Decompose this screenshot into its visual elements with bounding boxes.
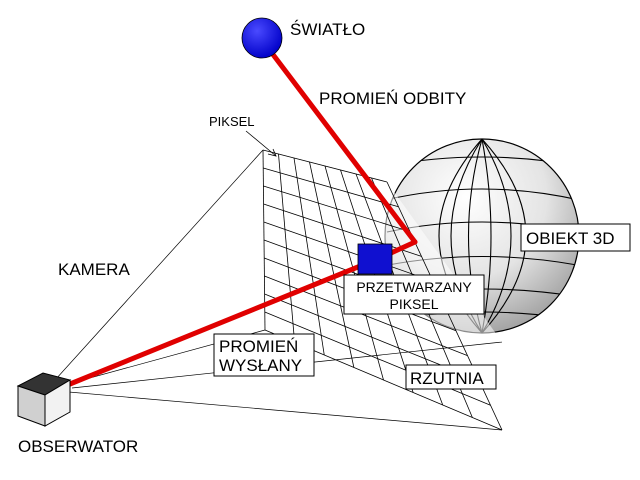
sent-ray-label-box: PROMIEŃ WYSŁANY bbox=[213, 333, 315, 377]
processed-pixel bbox=[357, 243, 393, 275]
reflected-ray-label: PROMIEŃ ODBITY bbox=[319, 89, 466, 108]
viewport-grid-row-line bbox=[263, 203, 422, 257]
light-label: ŚWIATŁO bbox=[290, 20, 365, 39]
reflected-ray bbox=[259, 37, 418, 245]
pixel-pointer bbox=[245, 130, 277, 157]
object-label: OBIEKT 3D bbox=[526, 229, 615, 248]
observer-label: OBSERWATOR bbox=[18, 437, 138, 456]
viewport-grid-row-line bbox=[263, 185, 411, 232]
sent-ray-label-line1: PROMIEŃ bbox=[219, 337, 298, 356]
viewport-grid-row-line bbox=[263, 167, 399, 208]
viewport-grid-row-line bbox=[263, 221, 434, 282]
object-label-box: OBIEKT 3D bbox=[520, 223, 631, 252]
observer-cube bbox=[16, 372, 72, 427]
sent-ray-label-line2: WYSŁANY bbox=[219, 356, 302, 375]
processed-pixel-label-box: PRZETWARZANY PIKSEL bbox=[343, 274, 485, 315]
pixel-label: PIKSEL bbox=[209, 114, 255, 129]
viewport-label-box: RZUTNIA bbox=[405, 364, 497, 390]
light-source bbox=[241, 17, 283, 59]
camera-label: KAMERA bbox=[58, 260, 130, 279]
processed-pixel-label-line1: PRZETWARZANY bbox=[356, 279, 472, 295]
processed-pixel-label-line2: PIKSEL bbox=[389, 296, 438, 312]
viewport-label: RZUTNIA bbox=[410, 369, 484, 388]
viewport-grid-row-line bbox=[264, 311, 491, 406]
